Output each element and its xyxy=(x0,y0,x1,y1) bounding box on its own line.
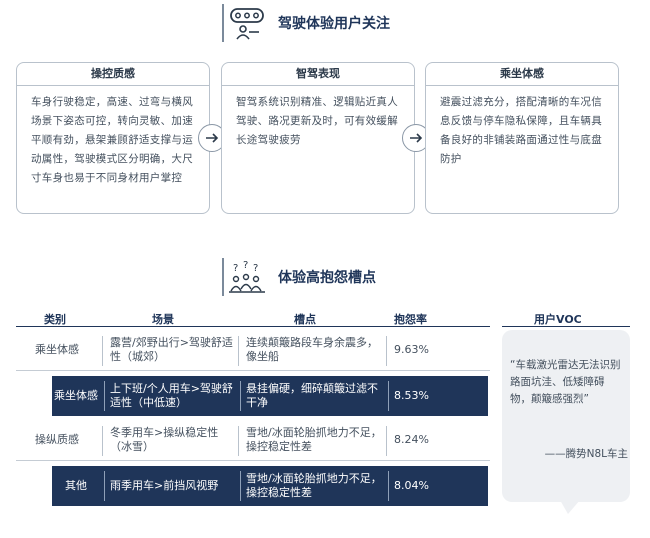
card-body: 避震过滤充分，搭配清晰的车况信息反馈与停车隐私保障，且车辆具备良好的非铺装路面通… xyxy=(440,96,602,165)
row-category: 乘坐体感 xyxy=(35,343,79,356)
card-body: 车身行驶稳定，高速、过弯与横风场景下姿态可控，转向灵敏、加速平顺有劲，悬架兼顾舒… xyxy=(31,96,193,184)
header-rate: 抱怨率 xyxy=(394,313,427,326)
voc-author: ——腾势N8L车主 xyxy=(544,448,628,460)
svg-text:?: ? xyxy=(233,263,238,274)
column-divider xyxy=(102,336,103,366)
column-divider xyxy=(386,336,387,366)
section1-header: 驾驶体验用户关注 xyxy=(222,4,390,42)
row-category: 操纵质感 xyxy=(35,433,79,446)
row-rate: 8.24% xyxy=(394,433,429,446)
row-scene: 雨季用车>前挡风视野 xyxy=(110,479,219,492)
table-row-highlight: 其他 雨季用车>前挡风视野 雪地/冰面轮胎抓地力不足，操控稳定性差 8.04% xyxy=(52,466,488,506)
table-header-rule xyxy=(16,326,490,327)
column-divider xyxy=(238,336,239,366)
header-issue: 槽点 xyxy=(294,313,316,326)
row-rate: 9.63% xyxy=(394,343,429,356)
row-category: 乘坐体感 xyxy=(54,389,98,402)
column-divider xyxy=(104,471,105,501)
card-title: 乘坐体感 xyxy=(426,63,618,86)
row-rate: 8.04% xyxy=(394,479,429,492)
voc-quote: “车载激光雷达无法识别路面坑洼、低矮障碍物，颠簸感强烈” xyxy=(510,359,621,405)
card-body: 智驾系统识别精准、逻辑贴近真人驾驶、路况更新及时，可有效缓解长途驾驶疲劳 xyxy=(236,96,398,146)
card-handling: 操控质感 车身行驶稳定，高速、过弯与横风场景下姿态可控，转向灵敏、加速平顺有劲，… xyxy=(16,62,210,214)
row-issue: 雪地/冰面轮胎抓地力不足，操控稳定性差 xyxy=(246,426,382,453)
column-divider xyxy=(240,471,241,501)
column-divider xyxy=(386,426,387,456)
row-scene: 露营/郊野出行>驾驶舒适性（城郊） xyxy=(110,336,233,363)
svg-text:?: ? xyxy=(243,260,248,271)
column-divider xyxy=(388,381,389,411)
row-divider xyxy=(16,460,490,461)
voc-quote-bubble xyxy=(502,330,630,502)
row-category: 其他 xyxy=(65,479,87,492)
row-rate: 8.53% xyxy=(394,389,429,402)
header-category: 类别 xyxy=(44,313,66,326)
column-divider xyxy=(104,381,105,411)
column-divider xyxy=(388,471,389,501)
section2-header: ? ? ? 体验高抱怨槽点 xyxy=(222,258,376,296)
card-smart-driving: 智驾表现 智驾系统识别精准、逻辑贴近真人驾驶、路况更新及时，可有效缓解长途驾驶疲… xyxy=(221,62,415,214)
speech-tail-icon xyxy=(560,500,580,514)
column-divider xyxy=(240,381,241,411)
section2-title: 体验高抱怨槽点 xyxy=(278,270,376,286)
row-scene: 冬季用车>操纵稳定性（冰雪） xyxy=(110,426,219,453)
table-row: 操纵质感 冬季用车>操纵稳定性（冰雪） 雪地/冰面轮胎抓地力不足，操控稳定性差 … xyxy=(16,422,490,458)
svg-text:?: ? xyxy=(253,263,258,274)
section1-title: 驾驶体验用户关注 xyxy=(278,16,390,32)
column-divider xyxy=(102,426,103,456)
column-divider xyxy=(238,426,239,456)
complaint-people-icon: ? ? ? xyxy=(222,258,270,296)
table-row: 乘坐体感 露营/郊野出行>驾驶舒适性（城郊） 连续颠簸路段车身余震多，像坐船 9… xyxy=(16,332,490,368)
row-issue: 悬挂偏硬，细碎颠簸过滤不干净 xyxy=(246,382,378,409)
table-row-highlight: 乘坐体感 上下班/个人用车>驾驶舒适性（中低速） 悬挂偏硬，细碎颠簸过滤不干净 … xyxy=(52,376,488,416)
card-title: 操控质感 xyxy=(17,63,209,86)
row-issue: 雪地/冰面轮胎抓地力不足，操控稳定性差 xyxy=(246,472,382,499)
header-scene: 场景 xyxy=(152,313,174,326)
steering-driver-icon xyxy=(222,4,270,42)
voc-title: 用户VOC xyxy=(534,313,582,326)
voc-header-rule xyxy=(502,326,630,327)
row-divider xyxy=(16,370,490,371)
row-issue: 连续颠簸路段车身余震多，像坐船 xyxy=(246,336,378,363)
card-ride-comfort: 乘坐体感 避震过滤充分，搭配清晰的车况信息反馈与停车隐私保障，且车辆具备良好的非… xyxy=(425,62,619,214)
row-scene: 上下班/个人用车>驾驶舒适性（中低速） xyxy=(110,382,233,409)
card-title: 智驾表现 xyxy=(222,63,414,86)
